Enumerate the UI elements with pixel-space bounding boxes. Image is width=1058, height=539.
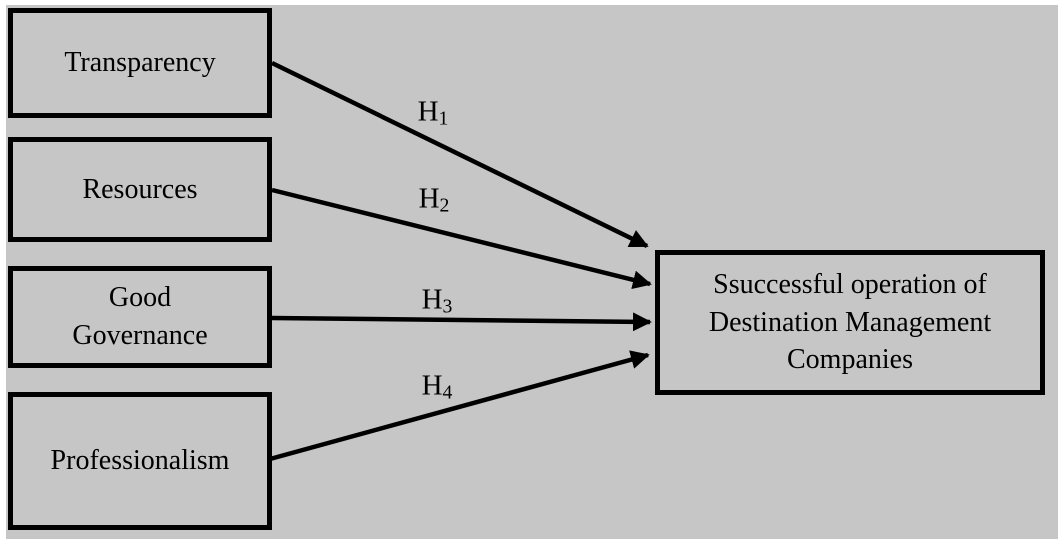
predictor-label: Good Governance xyxy=(72,282,208,351)
hypothesis-label-h3: H3 xyxy=(421,283,453,318)
outcome-box-successful-operation: Ssuccessful operation of Destination Man… xyxy=(655,250,1045,395)
outcome-label: Ssuccessful operation of Destination Man… xyxy=(708,268,992,376)
predictor-box-good-governance: Good Governance xyxy=(8,266,272,368)
predictor-box-resources: Resources xyxy=(8,137,272,242)
predictor-label: Professionalism xyxy=(50,445,230,477)
hypothesis-label-h2: H2 xyxy=(418,182,450,217)
predictor-box-professionalism: Professionalism xyxy=(8,392,272,530)
predictor-box-transparency: Transparency xyxy=(8,8,272,118)
predictor-label: Transparency xyxy=(64,47,216,79)
predictor-label: Resources xyxy=(82,173,198,205)
hypothesis-label-h1: H1 xyxy=(417,95,449,130)
hypothesis-label-h4: H4 xyxy=(421,369,453,404)
